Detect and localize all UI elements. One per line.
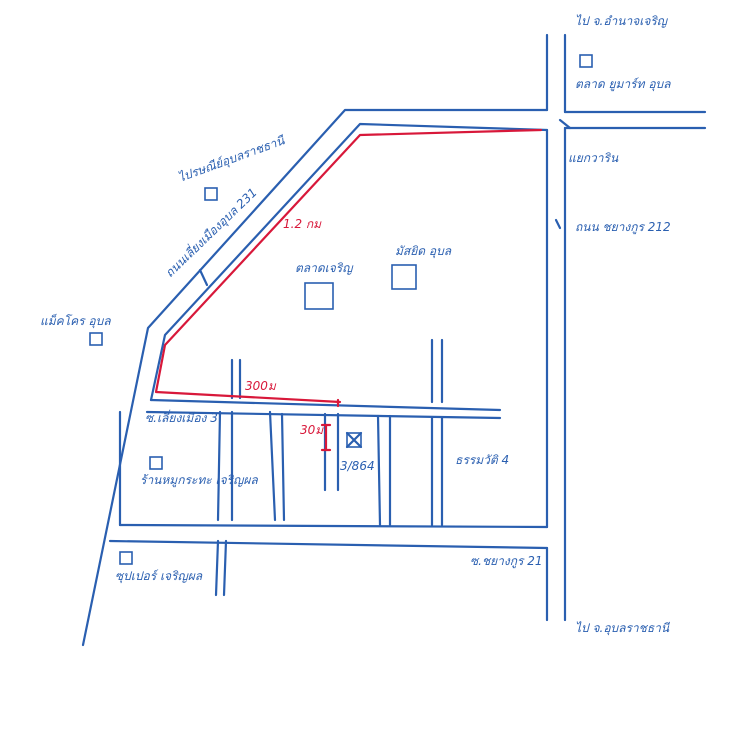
route-highlight bbox=[154, 128, 543, 452]
label-soi3: ซ.เลี่ยงเมือง 3 bbox=[145, 409, 218, 425]
label-market-ubon: ตลาด ยูมาร์ท อุบล bbox=[575, 77, 671, 92]
label-shop: ร้านหมูกระทะ เจริญผล bbox=[140, 473, 258, 488]
label-distance-300m: 300ม bbox=[245, 379, 277, 393]
tick-marks bbox=[198, 118, 572, 287]
shop-icon bbox=[149, 456, 163, 470]
label-road-chayangkun: ถนน ชยางกูร 212 bbox=[575, 220, 671, 235]
market-near-icon bbox=[304, 282, 334, 310]
supermarket-icon bbox=[119, 551, 133, 565]
label-to-amnat: ไป จ.อำนาจเจริญ bbox=[575, 14, 669, 28]
main-road-chayangkun bbox=[545, 33, 567, 622]
post-office-icon bbox=[204, 187, 218, 201]
label-soi21: ซ.ชยางกูร 21 bbox=[470, 554, 543, 569]
label-distance-1-2km: 1.2 กม bbox=[283, 217, 322, 231]
label-mosque: มัสยิด อุบล bbox=[395, 244, 452, 259]
label-thammawat: ธรรมวัติ 4 bbox=[455, 453, 509, 467]
side-lanes bbox=[118, 338, 444, 597]
label-to-ubon: ไป จ.อุบลราชธานี bbox=[575, 621, 671, 636]
market-ubon-icon bbox=[579, 54, 593, 68]
label-macro: แม็คโคร อุบล bbox=[40, 313, 111, 329]
label-intersection: แยกวาริน bbox=[568, 151, 619, 165]
label-distance-30m: 30ม bbox=[300, 423, 324, 437]
label-market-near: ตลาดเจริญ bbox=[295, 261, 354, 275]
plot-marker-icon bbox=[345, 431, 363, 449]
soi-21-road bbox=[108, 523, 549, 550]
soi-3-road bbox=[145, 398, 502, 420]
macro-icon bbox=[89, 332, 103, 346]
label-plot: 3/864 bbox=[340, 459, 375, 473]
label-supermarket: ซุปเปอร์ เจริญผล bbox=[115, 569, 203, 584]
mosque-icon bbox=[391, 264, 417, 290]
ring-road bbox=[81, 108, 707, 647]
